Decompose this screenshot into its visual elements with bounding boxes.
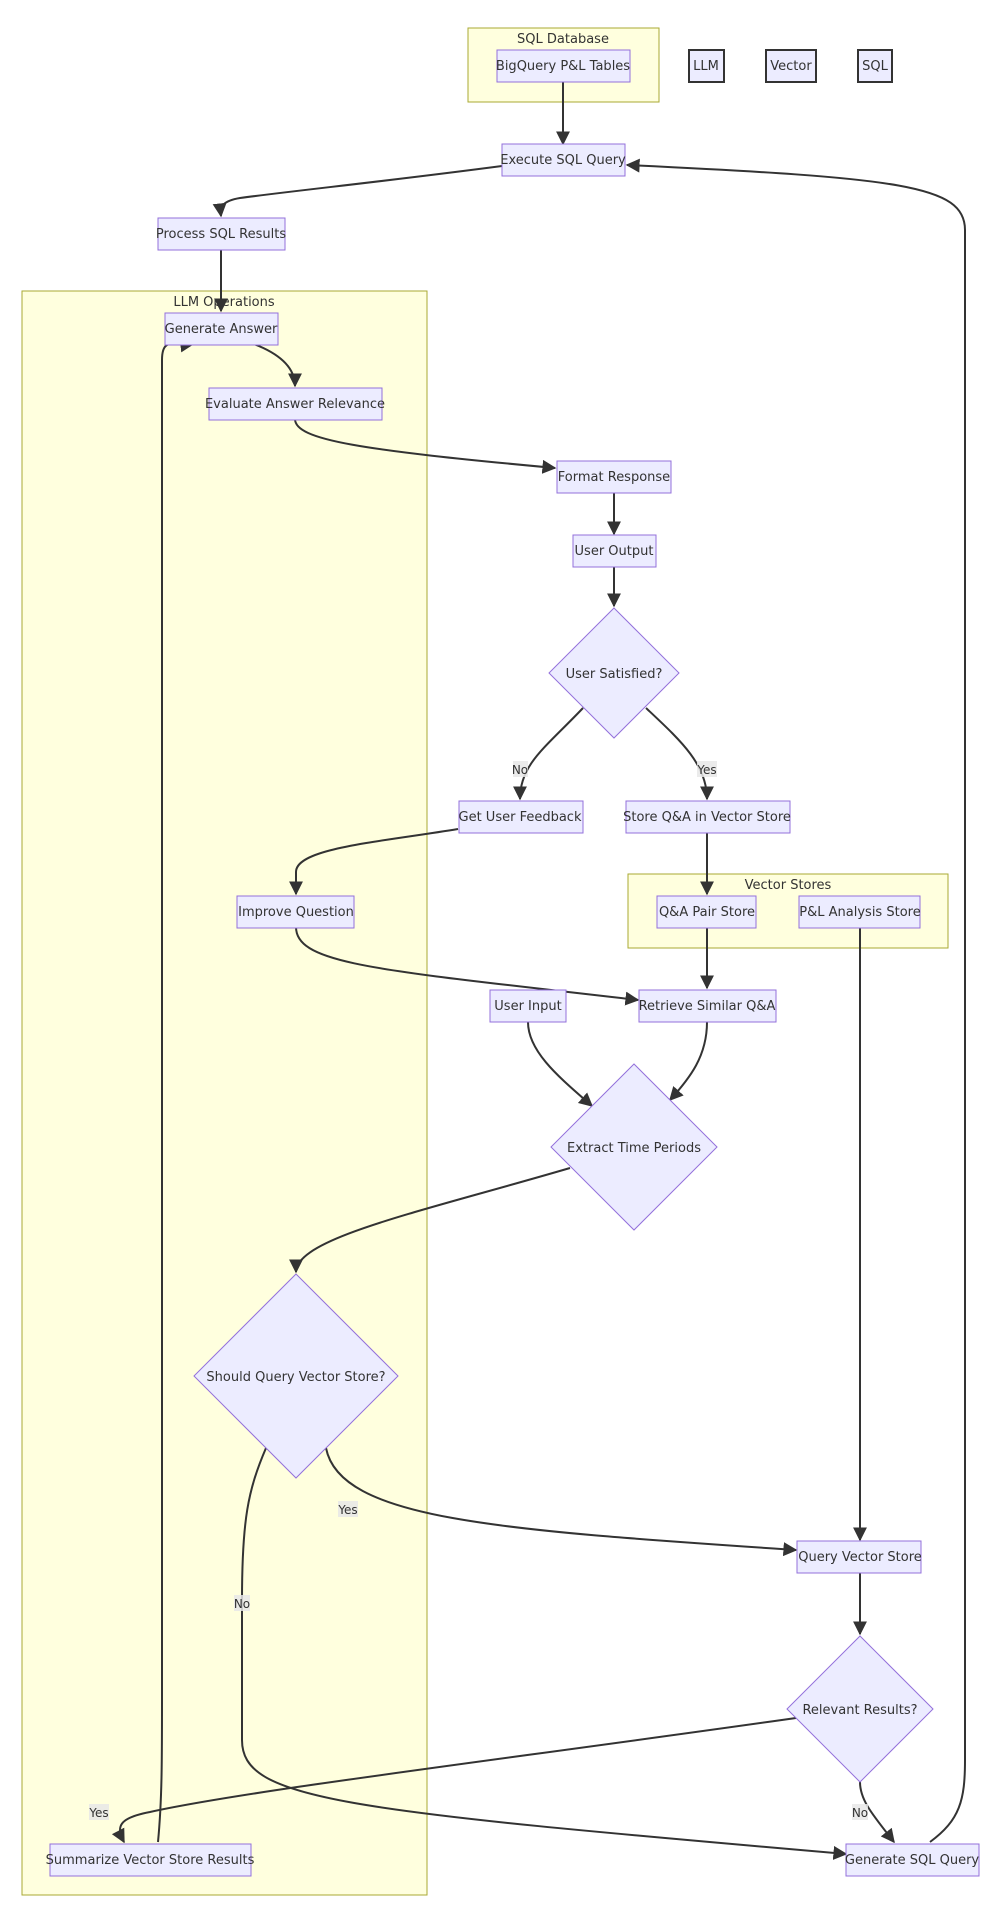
cluster-vector-stores-label: Vector Stores	[745, 878, 832, 893]
svg-text:No: No	[852, 1806, 868, 1820]
node-query-vector-store[interactable]: Query Vector Store	[796, 1540, 922, 1574]
edge-execute-to-process	[212, 165, 503, 218]
node-process-sql-results[interactable]: Process SQL Results	[156, 217, 286, 251]
node-generate-sql-query[interactable]: Generate SQL Query	[845, 1843, 980, 1877]
node-bigquery-pl-tables[interactable]: BigQuery P&L Tables	[496, 49, 631, 83]
edge-satisfied-to-feedback	[513, 707, 584, 801]
edge-label-should-no: No	[234, 1595, 250, 1611]
node-generate-answer[interactable]: Generate Answer	[164, 312, 279, 346]
node-execute-sql-query[interactable]: Execute SQL Query	[500, 143, 626, 177]
edge-generate-sql-to-execute	[625, 158, 966, 1843]
edge-generate-to-evaluate	[253, 343, 302, 388]
node-improve-question[interactable]: Improve Question	[236, 895, 355, 929]
svg-text:No: No	[512, 763, 528, 777]
svg-text:Get User Feedback: Get User Feedback	[459, 810, 582, 825]
edge-label-should-yes: Yes	[337, 1501, 358, 1517]
edge-improve-to-retrieve	[295, 926, 640, 1006]
edge-feedback-to-improve	[289, 828, 459, 896]
svg-text:Query Vector Store: Query Vector Store	[798, 1550, 922, 1565]
svg-text:No: No	[234, 1597, 250, 1611]
edges	[111, 82, 966, 1860]
svg-text:Vector: Vector	[770, 59, 812, 74]
cluster-llm-operations: LLM Operations	[21, 290, 428, 1896]
node-evaluate-answer-relevance[interactable]: Evaluate Answer Relevance	[205, 387, 385, 421]
edge-input-to-extract	[527, 1021, 594, 1107]
svg-text:Yes: Yes	[88, 1806, 108, 1820]
legend-llm: LLM	[688, 49, 725, 83]
svg-text:SQL: SQL	[862, 59, 888, 74]
svg-text:Evaluate Answer Relevance: Evaluate Answer Relevance	[205, 397, 385, 412]
svg-text:P&L Analysis Store: P&L Analysis Store	[799, 905, 920, 920]
svg-text:Execute SQL Query: Execute SQL Query	[500, 153, 626, 168]
node-pl-analysis-store[interactable]: P&L Analysis Store	[798, 895, 921, 929]
edge-satisfied-to-store	[645, 707, 714, 801]
edge-retrieve-to-extract	[669, 1021, 708, 1102]
svg-text:LLM: LLM	[693, 59, 719, 74]
edge-label-satisfied-no: No	[512, 761, 528, 777]
node-qa-pair-store[interactable]: Q&A Pair Store	[656, 895, 757, 929]
node-get-user-feedback[interactable]: Get User Feedback	[458, 800, 584, 834]
svg-text:Yes: Yes	[337, 1503, 357, 1517]
decision-should-query-vector-store[interactable]: Should Query Vector Store?	[193, 1273, 399, 1479]
svg-text:User Output: User Output	[575, 544, 654, 559]
edge-relevant-yes-to-summarize	[111, 1717, 797, 1844]
edge-should-yes-to-query	[325, 1447, 798, 1557]
legend-vector: Vector	[765, 49, 817, 83]
edge-label-relevant-no: No	[852, 1804, 868, 1820]
svg-text:Q&A Pair Store: Q&A Pair Store	[659, 905, 755, 920]
edge-relevant-no-to-generate-sql	[859, 1781, 895, 1844]
svg-text:Extract Time Periods: Extract Time Periods	[567, 1141, 701, 1156]
node-user-output[interactable]: User Output	[572, 534, 657, 568]
edge-label-satisfied-yes: Yes	[696, 761, 717, 777]
decision-extract-time-periods[interactable]: Extract Time Periods	[550, 1063, 718, 1231]
svg-text:Yes: Yes	[696, 763, 716, 777]
svg-text:Process SQL Results: Process SQL Results	[156, 227, 286, 242]
node-summarize-vector-store-results[interactable]: Summarize Vector Store Results	[46, 1843, 255, 1877]
node-store-qa-in-vector-store[interactable]: Store Q&A in Vector Store	[623, 800, 791, 834]
node-user-input[interactable]: User Input	[489, 989, 567, 1023]
edge-labels: No Yes Yes No Yes No	[88, 761, 868, 1820]
decision-user-satisfied[interactable]: User Satisfied?	[548, 607, 680, 739]
edge-label-relevant-yes: Yes	[88, 1804, 109, 1820]
svg-text:Generate Answer: Generate Answer	[165, 322, 278, 337]
svg-text:User Satisfied?: User Satisfied?	[566, 667, 663, 682]
svg-text:Generate SQL Query: Generate SQL Query	[845, 1853, 980, 1868]
edge-evaluate-to-format	[294, 418, 557, 474]
svg-text:Should Query Vector Store?: Should Query Vector Store?	[206, 1370, 385, 1385]
cluster-llm-operations-label: LLM Operations	[173, 295, 275, 310]
edge-should-no-to-generate-sql	[241, 1447, 848, 1860]
svg-text:Store Q&A in Vector Store: Store Q&A in Vector Store	[623, 810, 791, 825]
svg-text:Summarize Vector Store Results: Summarize Vector Store Results	[46, 1853, 255, 1868]
svg-text:Retrieve Similar Q&A: Retrieve Similar Q&A	[639, 999, 776, 1014]
svg-text:BigQuery P&L Tables: BigQuery P&L Tables	[496, 59, 630, 74]
svg-text:User Input: User Input	[494, 999, 561, 1014]
decision-relevant-results[interactable]: Relevant Results?	[786, 1635, 934, 1783]
node-retrieve-similar-qa[interactable]: Retrieve Similar Q&A	[638, 989, 777, 1023]
edge-extract-to-should	[289, 1167, 571, 1274]
svg-text:Relevant Results?: Relevant Results?	[802, 1703, 917, 1718]
cluster-sql-database-label: SQL Database	[517, 32, 609, 47]
svg-text:Improve Question: Improve Question	[238, 905, 354, 920]
node-format-response[interactable]: Format Response	[556, 460, 672, 494]
svg-text:Format Response: Format Response	[558, 470, 670, 485]
legend-sql: SQL	[857, 49, 893, 83]
